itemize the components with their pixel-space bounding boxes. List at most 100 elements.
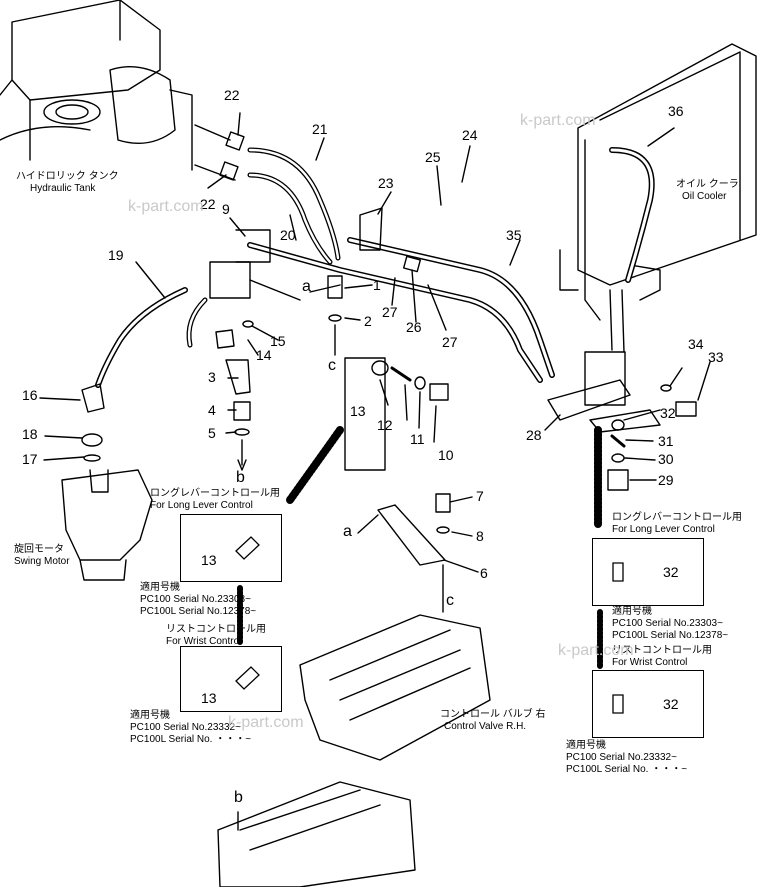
- washer-34: [660, 384, 672, 392]
- part-1: 1: [373, 277, 381, 293]
- control-valve-rh: [299, 614, 491, 761]
- part-25: 25: [425, 149, 441, 165]
- part-26: 26: [406, 319, 422, 335]
- bracket-frame: [344, 357, 386, 471]
- valve-9: [209, 229, 301, 301]
- tank-port-fittings: [194, 124, 236, 181]
- bracket-6: [377, 504, 446, 566]
- part-21: 21: [312, 121, 328, 137]
- washer-8: [436, 526, 450, 534]
- plunger-icon-2: [235, 666, 260, 690]
- right-box-long: 32: [592, 538, 704, 606]
- part-9: 9: [222, 201, 230, 217]
- oring-17: [83, 454, 101, 462]
- watermark-1: k-part.com: [520, 112, 596, 129]
- part-19: 19: [108, 247, 124, 263]
- part-10: 10: [438, 447, 454, 463]
- part-8: 8: [476, 528, 484, 544]
- part-6: 6: [480, 565, 488, 581]
- ball-13: [371, 360, 389, 376]
- block-32: [589, 409, 661, 433]
- left-box-wrist-part: 13: [201, 690, 217, 706]
- hydraulic-tank: [0, 0, 193, 171]
- fitting-22a: [225, 131, 245, 151]
- nut-4: [233, 401, 251, 421]
- part-36: 36: [668, 103, 684, 119]
- right-serial-3: PC100 Serial No.23332~: [566, 752, 677, 763]
- part-15: 15: [270, 333, 286, 349]
- right-long-jp: ロングレバーコントロール用: [612, 512, 742, 523]
- right-box-wrist-part: 32: [663, 696, 679, 712]
- hydraulic-tank-jp: ハイドロリック タンク: [16, 171, 119, 182]
- callout-b-top: b: [236, 469, 245, 486]
- right-long-en: For Long Lever Control: [612, 524, 715, 535]
- fitting-22b: [219, 161, 239, 181]
- callout-a-bracket: a: [343, 523, 352, 540]
- left-serial-2: PC100L Serial No.12378~: [140, 606, 257, 617]
- left-box-long-part: 13: [201, 552, 217, 568]
- part-13: 13: [350, 403, 366, 419]
- nut-18: [81, 433, 103, 447]
- valve-28: [547, 289, 631, 421]
- left-long-jp: ロングレバーコントロール用: [150, 488, 280, 499]
- part-27a: 27: [382, 304, 398, 320]
- bracket-23: [359, 207, 383, 251]
- spring-12: [390, 366, 412, 382]
- clamp-26: [402, 255, 422, 273]
- bolt-14: [215, 329, 235, 349]
- part-7: 7: [476, 488, 484, 504]
- part-34: 34: [688, 336, 704, 352]
- control-valve-jp: コントロール バルブ 右: [440, 709, 546, 720]
- ball-32: [611, 419, 625, 431]
- oil-cooler-jp: オイル クーラ: [676, 179, 739, 190]
- part-33: 33: [708, 349, 724, 365]
- part-30: 30: [658, 451, 674, 467]
- part-22b: 22: [200, 196, 216, 212]
- left-serial-3: PC100 Serial No.23332~: [130, 722, 241, 733]
- bolt-7: [435, 493, 451, 513]
- hose-20: [247, 172, 333, 265]
- hose-19: [95, 287, 208, 388]
- part-3: 3: [208, 369, 216, 385]
- part-28: 28: [526, 427, 542, 443]
- part-32: 32: [660, 405, 676, 421]
- part-23: 23: [378, 175, 394, 191]
- part-17: 17: [22, 451, 38, 467]
- fitting-16: [81, 383, 105, 413]
- part-4: 4: [208, 402, 216, 418]
- elbow-3: [225, 359, 251, 395]
- watermark-4: k-part.com: [228, 714, 304, 731]
- left-serial-4: PC100L Serial No. ・・・~: [130, 734, 252, 745]
- swing-motor: [61, 469, 153, 581]
- left-long-en: For Long Lever Control: [150, 500, 253, 511]
- hose-36: [609, 147, 655, 283]
- control-valve-en: Control Valve R.H.: [444, 721, 527, 732]
- leader-a-bracket: [357, 514, 379, 534]
- arrow-b: [237, 459, 247, 471]
- oil-cooler-en: Oil Cooler: [682, 191, 727, 202]
- watermark-3: k-part.com: [558, 642, 634, 659]
- left-box-long: 13: [180, 514, 282, 582]
- callout-b-lower: b: [234, 789, 243, 806]
- washer-15: [242, 320, 254, 328]
- part-20: 20: [280, 227, 296, 243]
- callout-a-top: a: [302, 278, 311, 295]
- plug-29: [607, 469, 629, 491]
- left-serial-head: 適用号機: [140, 582, 180, 593]
- right-serial-head-2: 適用号機: [566, 740, 606, 751]
- part-5: 5: [208, 425, 216, 441]
- part-29: 29: [658, 472, 674, 488]
- right-wrist-en: For Wrist Control: [612, 657, 688, 668]
- part-18: 18: [22, 426, 38, 442]
- callout-c-valve: c: [446, 592, 454, 609]
- part-22: 22: [224, 87, 240, 103]
- right-serial-1: PC100 Serial No.23303~: [612, 618, 723, 629]
- swing-motor-en: Swing Motor: [14, 556, 70, 567]
- part-11: 11: [410, 431, 425, 447]
- ring-11: [414, 376, 426, 390]
- plunger-icon-4: [612, 694, 624, 714]
- right-serial-2: PC100L Serial No.12378~: [612, 630, 729, 641]
- lower-valve: [217, 781, 416, 887]
- watermark-2: k-part.com: [128, 198, 204, 215]
